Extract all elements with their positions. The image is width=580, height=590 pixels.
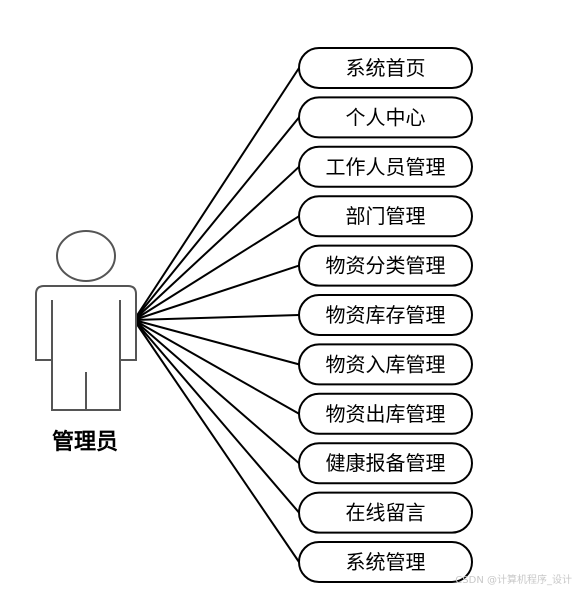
use-case-outline <box>298 442 473 485</box>
use-case-outline <box>298 244 473 287</box>
use-case-label: 系统首页 <box>346 56 426 80</box>
use-case-label: 在线留言 <box>346 501 426 525</box>
use-case-label: 物资入库管理 <box>326 352 446 376</box>
use-case-label: 物资出库管理 <box>326 402 446 426</box>
use-case-outline <box>298 343 473 386</box>
association-line <box>133 67 300 321</box>
use-case-box[interactable]: 在线留言 <box>298 491 473 534</box>
use-case-label: 系统管理 <box>346 550 426 574</box>
use-case-label: 物资库存管理 <box>326 303 446 327</box>
use-case-outline <box>298 294 473 336</box>
association-line <box>133 319 300 415</box>
use-case-outline <box>298 392 473 435</box>
use-case-label: 部门管理 <box>346 204 426 228</box>
use-case-box[interactable]: 系统管理 <box>298 541 473 583</box>
actor-label: 管理员 <box>51 430 118 455</box>
association-line <box>133 319 300 514</box>
actor-figure-icon <box>35 230 137 411</box>
use-case-outline <box>298 96 473 139</box>
use-case-box[interactable]: 部门管理 <box>298 195 473 238</box>
use-case-outline <box>298 491 473 534</box>
use-case-box[interactable]: 物资入库管理 <box>298 343 473 386</box>
association-line <box>133 166 300 321</box>
use-case-label: 物资分类管理 <box>326 254 446 278</box>
association-line <box>133 319 300 366</box>
association-line <box>133 116 300 321</box>
use-case-list: 系统首页个人中心工作人员管理部门管理物资分类管理物资库存管理物资入库管理物资出库… <box>298 47 473 583</box>
use-case-box[interactable]: 系统首页 <box>298 47 473 89</box>
use-case-label: 健康报备管理 <box>326 451 446 475</box>
watermark: CSDN @计算机程序_设计 <box>455 575 572 586</box>
use-case-outline <box>298 541 473 583</box>
use-case-box[interactable]: 个人中心 <box>298 96 473 139</box>
use-case-box[interactable]: 工作人员管理 <box>298 145 473 188</box>
association-line <box>133 314 300 321</box>
actor-body <box>35 285 137 411</box>
use-case-label: 个人中心 <box>346 105 426 129</box>
use-case-label: 工作人员管理 <box>326 155 446 179</box>
use-case-outline <box>298 145 473 188</box>
actor-head <box>56 230 116 282</box>
association-line <box>133 215 300 321</box>
association-line <box>133 319 300 563</box>
use-case-outline <box>298 195 473 238</box>
use-case-outline <box>298 47 473 89</box>
use-case-box[interactable]: 物资出库管理 <box>298 392 473 435</box>
association-line <box>133 319 300 464</box>
use-case-box[interactable]: 健康报备管理 <box>298 442 473 485</box>
association-line <box>133 264 300 321</box>
association-lines <box>133 67 300 563</box>
use-case-box[interactable]: 物资库存管理 <box>298 294 473 336</box>
use-case-box[interactable]: 物资分类管理 <box>298 244 473 287</box>
